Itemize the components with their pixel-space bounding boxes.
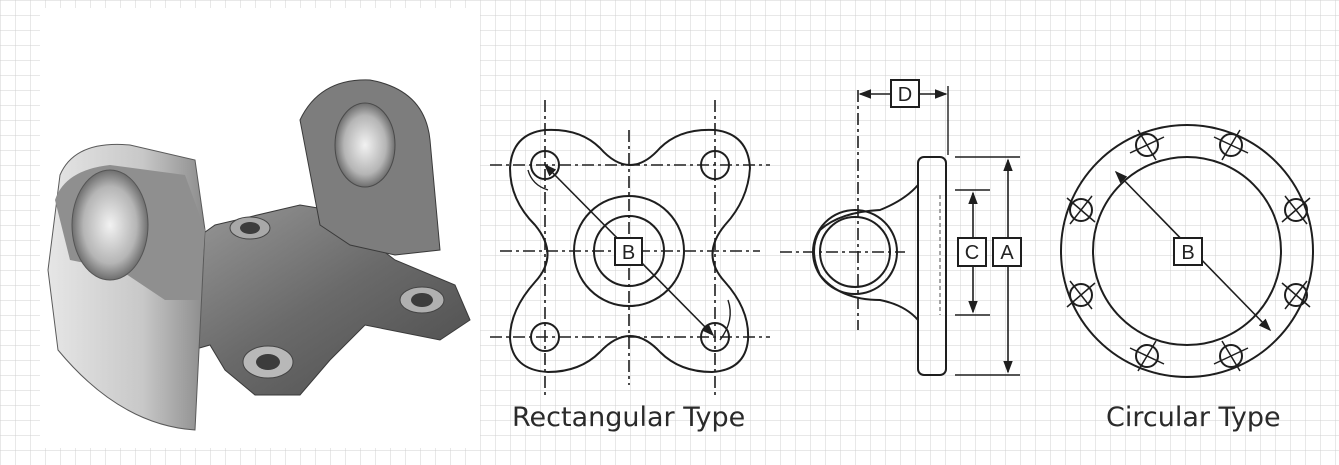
circ-label-box-b: [1173, 237, 1203, 266]
side-label-box-d: [890, 79, 920, 108]
circular-type-caption: Circular Type: [1106, 402, 1281, 433]
circ-bolt-hole: [1284, 283, 1308, 307]
side-label-box-a: [992, 237, 1022, 267]
side-label-d: D: [898, 84, 912, 106]
circ-label-b: B: [1181, 242, 1194, 264]
circ-bolt-hole: [1069, 283, 1093, 307]
rectangular-type-drawing: [490, 100, 770, 395]
circ-flange-inner: [1092, 156, 1282, 346]
circ-bolt-hole: [1135, 344, 1159, 368]
flange-yoke-photo: [40, 8, 480, 448]
side-flange-plate: [917, 156, 947, 376]
side-label-a: A: [1000, 242, 1014, 264]
side-view-drawing: [780, 86, 1020, 376]
circ-flange-outer: [1060, 124, 1314, 378]
rect-label-box-b: [614, 237, 643, 266]
circ-bolt-hole: [1284, 198, 1308, 222]
circ-bolt-hole: [1069, 198, 1093, 222]
circ-bolt-hole: [1135, 133, 1159, 157]
rect-label-b: B: [622, 242, 635, 264]
side-label-box-c: [957, 237, 987, 267]
circ-bolt-hole: [1219, 344, 1243, 368]
circ-bolt-hole: [1219, 133, 1243, 157]
side-label-c: C: [965, 242, 979, 264]
rectangular-type-caption: Rectangular Type: [512, 402, 746, 433]
circular-type-drawing: [1060, 124, 1314, 378]
